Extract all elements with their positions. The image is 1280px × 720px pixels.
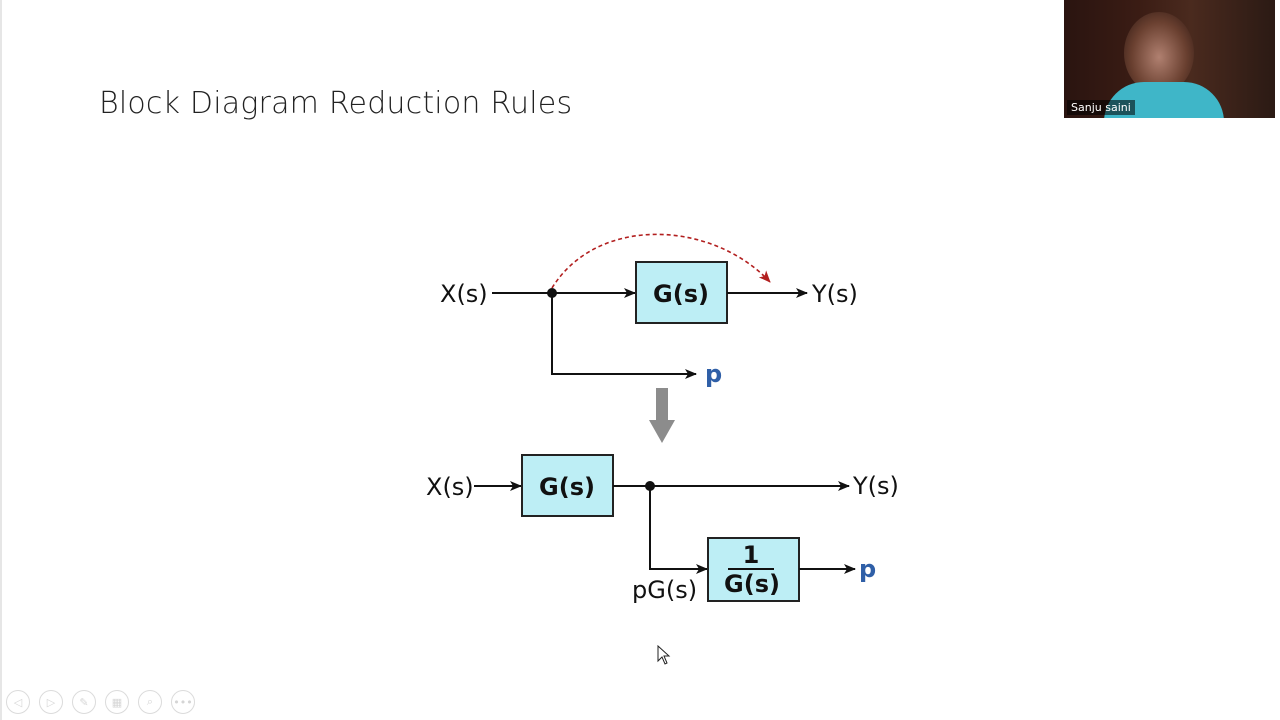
participant-name-label: Sanju saini <box>1067 100 1135 115</box>
bottom-takeoff-label: p <box>859 555 876 583</box>
bottom-g-block-label: G(s) <box>539 473 595 501</box>
transformation-down-arrow <box>649 388 675 443</box>
top-input-label: X(s) <box>440 280 488 308</box>
top-takeoff-label: p <box>705 360 722 388</box>
top-output-label: Y(s) <box>811 280 858 308</box>
webcam-video-tile[interactable]: Sanju saini <box>1064 0 1275 118</box>
slides-icon[interactable]: ▦ <box>105 690 129 714</box>
top-g-block-label: G(s) <box>653 280 709 308</box>
bottom-input-label: X(s) <box>426 473 474 501</box>
top-branch-arrow <box>551 293 697 379</box>
participant-video-face <box>1124 12 1194 94</box>
inverse-block-denominator: G(s) <box>724 570 780 598</box>
top-g-block <box>635 261 728 324</box>
next-icon[interactable]: ▷ <box>39 690 63 714</box>
bottom-output-label: Y(s) <box>852 472 899 500</box>
diagram-bottom: X(s) G(s) Y(s) pG(s) 1 G(s) p <box>426 454 899 604</box>
pen-icon[interactable]: ✎ <box>72 690 96 714</box>
more-icon[interactable]: ••• <box>171 690 195 714</box>
bottom-branch-arrow <box>649 486 708 574</box>
slideshow-toolbar: ◁ ▷ ✎ ▦ ⌕ ••• <box>6 690 195 714</box>
diagram-top: X(s) G(s) Y(s) p <box>440 233 858 388</box>
branch-signal-label: pG(s) <box>632 576 697 604</box>
previous-icon[interactable]: ◁ <box>6 690 30 714</box>
mouse-cursor-icon <box>657 645 671 665</box>
inverse-block-numerator: 1 <box>743 541 760 569</box>
bottom-g-block <box>521 454 614 517</box>
move-takeoff-arc-arrow <box>551 233 771 289</box>
zoom-icon[interactable]: ⌕ <box>138 690 162 714</box>
slide-title: Block Diagram Reduction Rules <box>99 86 573 121</box>
